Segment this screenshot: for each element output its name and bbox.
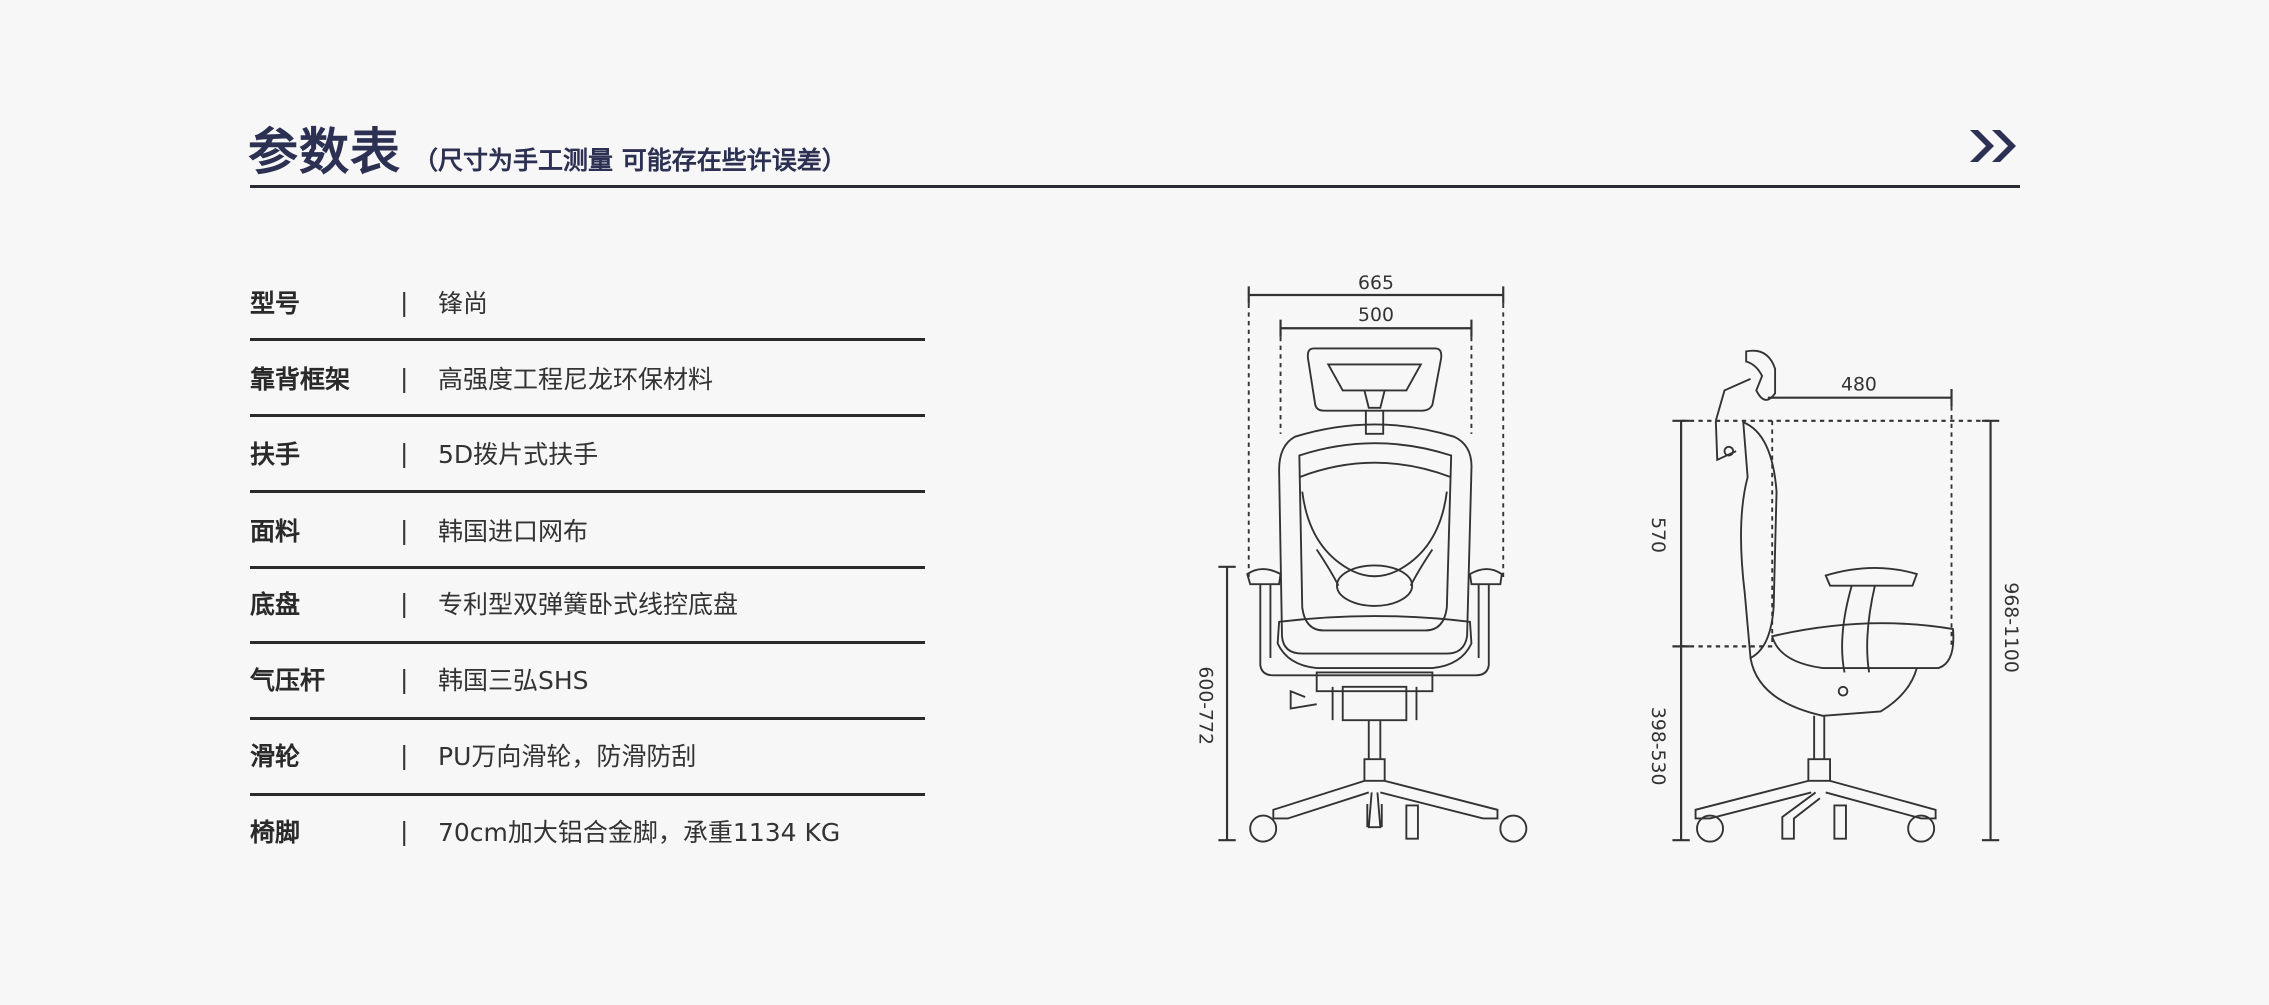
spec-label: 椅脚 [250,818,301,847]
dim-back-height: 570 [1647,517,1668,553]
spec-row: 扶手 | 5D拨片式扶手 [250,433,925,473]
dim-seat-height: 398-530 [1647,707,1668,785]
spec-row: 面料 | 韩国进口网布 [250,510,925,550]
spec-value: PU万向滑轮，防滑防刮 [438,742,697,771]
spec-value: 高强度工程尼龙环保材料 [438,365,714,394]
spec-separator: | [400,816,409,846]
spec-row: 滑轮 | PU万向滑轮，防滑防刮 [250,735,925,775]
spec-row: 靠背框架 | 高强度工程尼龙环保材料 [250,358,925,398]
spec-separator: | [400,287,409,317]
spec-label: 底盘 [250,590,301,619]
row-divider [250,338,925,341]
spec-value: 韩国进口网布 [438,517,589,546]
double-chevron-right-icon[interactable] [1968,126,2020,170]
spec-value: 5D拨片式扶手 [438,440,599,469]
row-divider [250,717,925,720]
spec-row: 椅脚 | 70cm加大铝合金脚，承重1134 KG [250,811,925,851]
spec-label: 型号 [250,289,301,318]
spec-separator: | [400,588,409,618]
spec-separator: | [400,363,409,393]
spec-label: 面料 [250,517,301,546]
dim-guides [1247,303,1505,579]
spec-value: 韩国三弘SHS [438,666,589,695]
spec-label: 靠背框架 [250,365,351,394]
title-main: 参数表 [248,123,401,181]
dim-back-width: 500 [1358,305,1394,326]
spec-value: 专利型双弹簧卧式线控底盘 [438,590,739,619]
row-divider [250,566,925,569]
dim-line-600-772 [1218,565,1236,842]
spec-value: 70cm加大铝合金脚，承重1134 KG [438,818,841,847]
dim-armrest-height: 600-772 [1195,666,1216,744]
dim-overall-width: 665 [1358,273,1394,294]
spec-label: 扶手 [250,440,301,469]
row-divider [250,414,925,417]
dim-line-570-398 [1672,419,1690,842]
front-view-chair [1218,286,1528,843]
spec-separator: | [400,740,409,770]
spec-value: 锋尚 [438,289,489,318]
row-divider [250,641,925,644]
spec-row: 气压杆 | 韩国三弘SHS [250,659,925,699]
dim-line-968-1100 [1981,419,2000,842]
spec-separator: | [400,515,409,545]
row-divider [250,490,925,493]
row-divider [250,793,925,796]
dim-seat-depth: 480 [1841,374,1877,395]
dim-line-665 [1247,286,1505,304]
spec-row: 型号 | 锋尚 [250,282,925,322]
spec-label: 滑轮 [250,742,301,771]
dim-total-height: 968-1100 [2000,582,2021,672]
spec-separator: | [400,438,409,468]
title-note: （尺寸为手工测量 可能存在些许误差） [413,146,847,175]
spec-separator: | [400,664,409,694]
header-divider [250,185,2020,188]
spec-row: 底盘 | 专利型双弹簧卧式线控底盘 [250,583,925,623]
dim-line-500 [1279,319,1473,337]
side-view-chair [1672,349,2000,843]
page-title: 参数表 （尺寸为手工测量 可能存在些许误差） [248,112,847,184]
dim-line-480 [1767,388,1953,407]
spec-label: 气压杆 [250,666,326,695]
